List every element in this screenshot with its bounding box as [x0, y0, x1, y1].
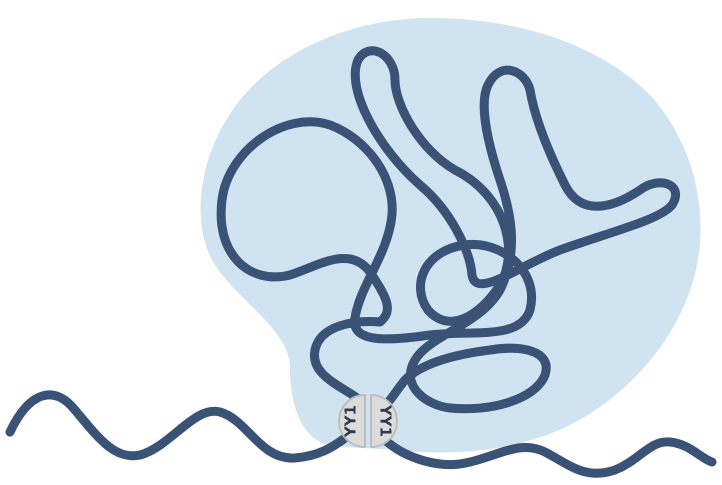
yy1-left-label: YY1 — [342, 405, 360, 438]
loop-domain-region — [201, 18, 701, 452]
yy1-right-label: YY1 — [377, 404, 395, 437]
